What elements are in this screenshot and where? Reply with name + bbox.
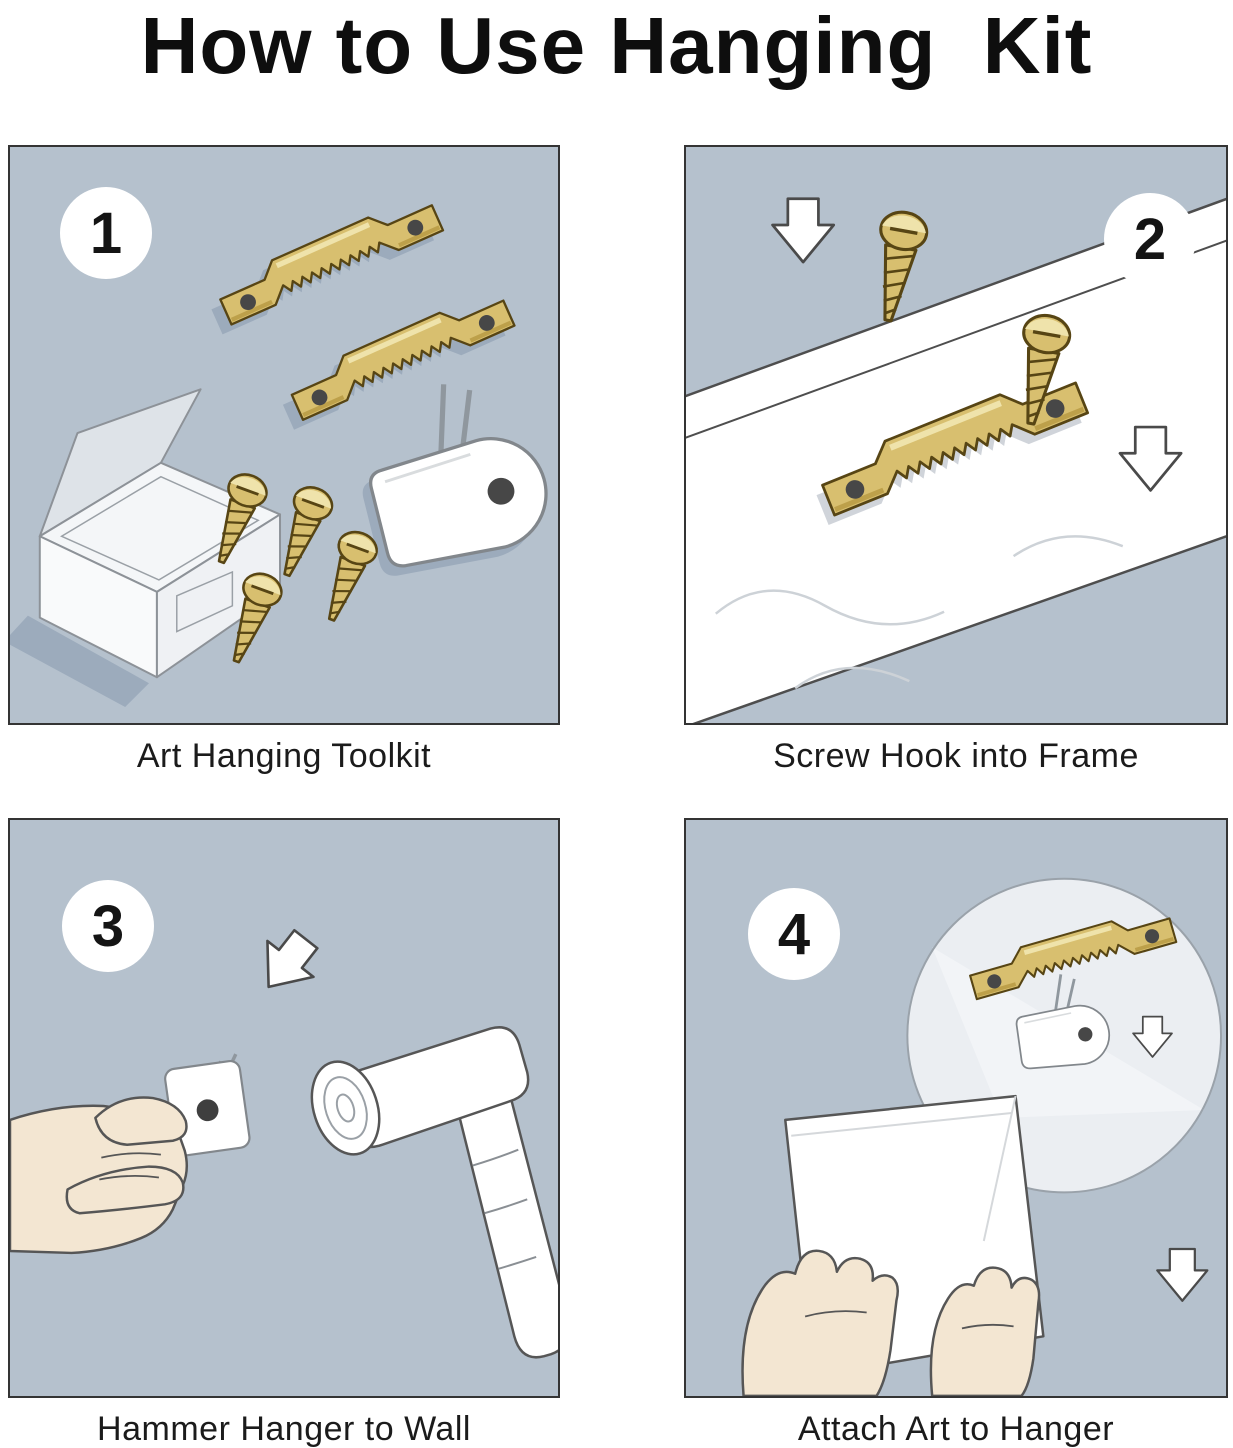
panel-caption: Art Hanging Toolkit [136, 737, 432, 775]
step-number: 2 [1133, 206, 1167, 272]
step-number: 1 [89, 200, 123, 266]
step-number-badge: 4 [748, 888, 840, 980]
panel-step-4: 4 Attach Art to Hanger [684, 818, 1228, 1448]
screw-illustration [863, 206, 932, 326]
panel-caption: Screw Hook into Frame [773, 737, 1139, 775]
box-shadow [10, 615, 149, 708]
arrow-down-icon [771, 197, 836, 264]
panel-1-canvas: 1 [8, 145, 560, 725]
panel-caption: Attach Art to Hanger [797, 1410, 1115, 1448]
panel-step-1: 1 Art Hanging Toolkit [8, 145, 560, 776]
sawtooth-hanger-illustration [214, 192, 443, 325]
hands-illustration [741, 1249, 1041, 1396]
panel-4-canvas: 4 [684, 818, 1228, 1398]
arrow-down-icon [244, 919, 331, 1007]
step-number-badge: 3 [62, 880, 154, 972]
hammer-illustration [310, 1026, 558, 1359]
panel-step-3: 3 Hammer Hanger to Wall [8, 818, 560, 1448]
plastic-box-illustration [38, 388, 282, 679]
attach-art-illustration [741, 877, 1223, 1396]
toolkit-illustration [10, 147, 558, 708]
arrow-down-icon [1156, 1247, 1209, 1302]
hammer-to-wall-illustration [10, 919, 558, 1359]
screw-illustration [312, 525, 383, 628]
step-number-badge: 2 [1104, 193, 1196, 285]
panel-2-canvas: 2 [684, 145, 1228, 725]
step-number: 3 [91, 893, 125, 959]
panel-3-canvas: 3 [8, 818, 560, 1398]
step-number: 4 [777, 901, 811, 967]
hand-illustration [10, 1096, 189, 1255]
panel-step-2: 2 Screw Hook into Frame [684, 145, 1228, 776]
page-title: How to Use Hanging Kit [140, 1, 1093, 90]
sawtooth-hanger-illustration [286, 287, 515, 420]
step-number-badge: 1 [60, 187, 152, 279]
panel-caption: Hammer Hanger to Wall [97, 1410, 471, 1448]
